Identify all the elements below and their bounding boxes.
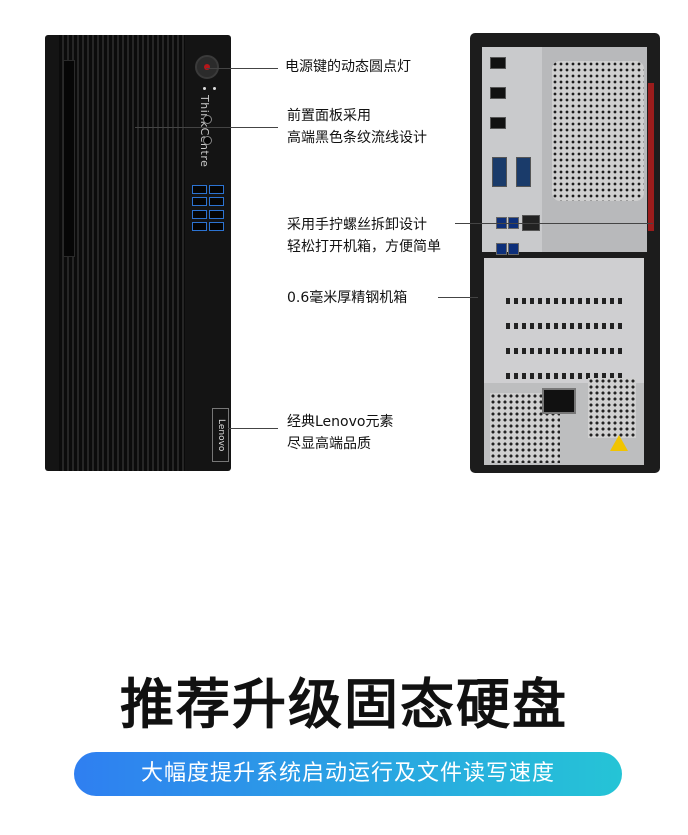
caption-line: 尽显高端品质 bbox=[287, 436, 371, 452]
case-handle bbox=[648, 83, 654, 231]
audio-jack bbox=[203, 115, 212, 124]
caption-power-led: 电源键的动态圆点灯 bbox=[285, 56, 411, 78]
power-led-dot bbox=[204, 64, 210, 70]
usb-port bbox=[496, 243, 507, 255]
caption-line: 高端黑色条纹流线设计 bbox=[287, 130, 427, 146]
warning-icon bbox=[610, 435, 628, 451]
caption-front-panel: 前置面板采用 高端黑色条纹流线设计 bbox=[287, 105, 427, 149]
lenovo-badge: Lenovo bbox=[212, 408, 229, 462]
caption-line: 0.6毫米厚精钢机箱 bbox=[287, 290, 408, 306]
usb-port bbox=[209, 185, 224, 194]
callout-line bbox=[206, 68, 278, 69]
psu-grill bbox=[588, 378, 636, 438]
caption-line: 前置面板采用 bbox=[287, 108, 371, 124]
slot-vent bbox=[506, 373, 626, 379]
indicator-led bbox=[213, 87, 216, 90]
usb-port bbox=[192, 222, 207, 231]
thinkcentre-logo: ThinkCentre bbox=[198, 95, 211, 168]
slot-vent bbox=[506, 348, 626, 354]
power-socket bbox=[542, 388, 576, 414]
caption-line: 电源键的动态圆点灯 bbox=[285, 59, 411, 75]
rear-tower-image bbox=[470, 33, 660, 473]
hdmi-port bbox=[490, 117, 506, 129]
usb-port bbox=[192, 185, 207, 194]
callout-line bbox=[135, 127, 278, 128]
vga-port bbox=[492, 157, 507, 187]
usb-port bbox=[508, 243, 519, 255]
optical-drive-bay bbox=[63, 60, 75, 257]
front-panel-stripes bbox=[59, 35, 185, 471]
usb-port bbox=[209, 222, 224, 231]
io-panel bbox=[482, 47, 542, 255]
caption-steel-case: 0.6毫米厚精钢机箱 bbox=[287, 287, 407, 309]
serial-port bbox=[516, 157, 531, 187]
audio-jack bbox=[203, 136, 212, 145]
usb-port bbox=[192, 210, 207, 219]
headline: 推荐升级固态硬盘 bbox=[120, 673, 568, 736]
caption-line: 轻松打开机箱，方便简单 bbox=[287, 239, 441, 255]
speed-banner: 大幅度提升系统启动运行及文件读写速度 bbox=[74, 752, 622, 796]
usb-port bbox=[192, 197, 207, 206]
slot-vent bbox=[506, 323, 626, 329]
caption-lenovo-element: 经典Lenovo元素 尽显高端品质 bbox=[287, 411, 393, 455]
caption-screw-design: 采用手拧螺丝拆卸设计 轻松打开机箱，方便简单 bbox=[287, 214, 441, 258]
callout-line bbox=[438, 297, 478, 298]
usb-port bbox=[209, 197, 224, 206]
front-tower-image: ThinkCentre Lenovo bbox=[45, 35, 231, 471]
indicator-led bbox=[203, 87, 206, 90]
usb-port bbox=[209, 210, 224, 219]
fan-grill bbox=[552, 61, 644, 201]
power-button bbox=[195, 55, 219, 79]
displayport-port bbox=[490, 57, 506, 69]
caption-line: 经典Lenovo元素 bbox=[287, 414, 394, 430]
displayport-port bbox=[490, 87, 506, 99]
slot-vent bbox=[506, 298, 626, 304]
callout-line bbox=[455, 223, 653, 224]
caption-line: 采用手拧螺丝拆卸设计 bbox=[287, 217, 427, 233]
callout-line bbox=[228, 428, 278, 429]
